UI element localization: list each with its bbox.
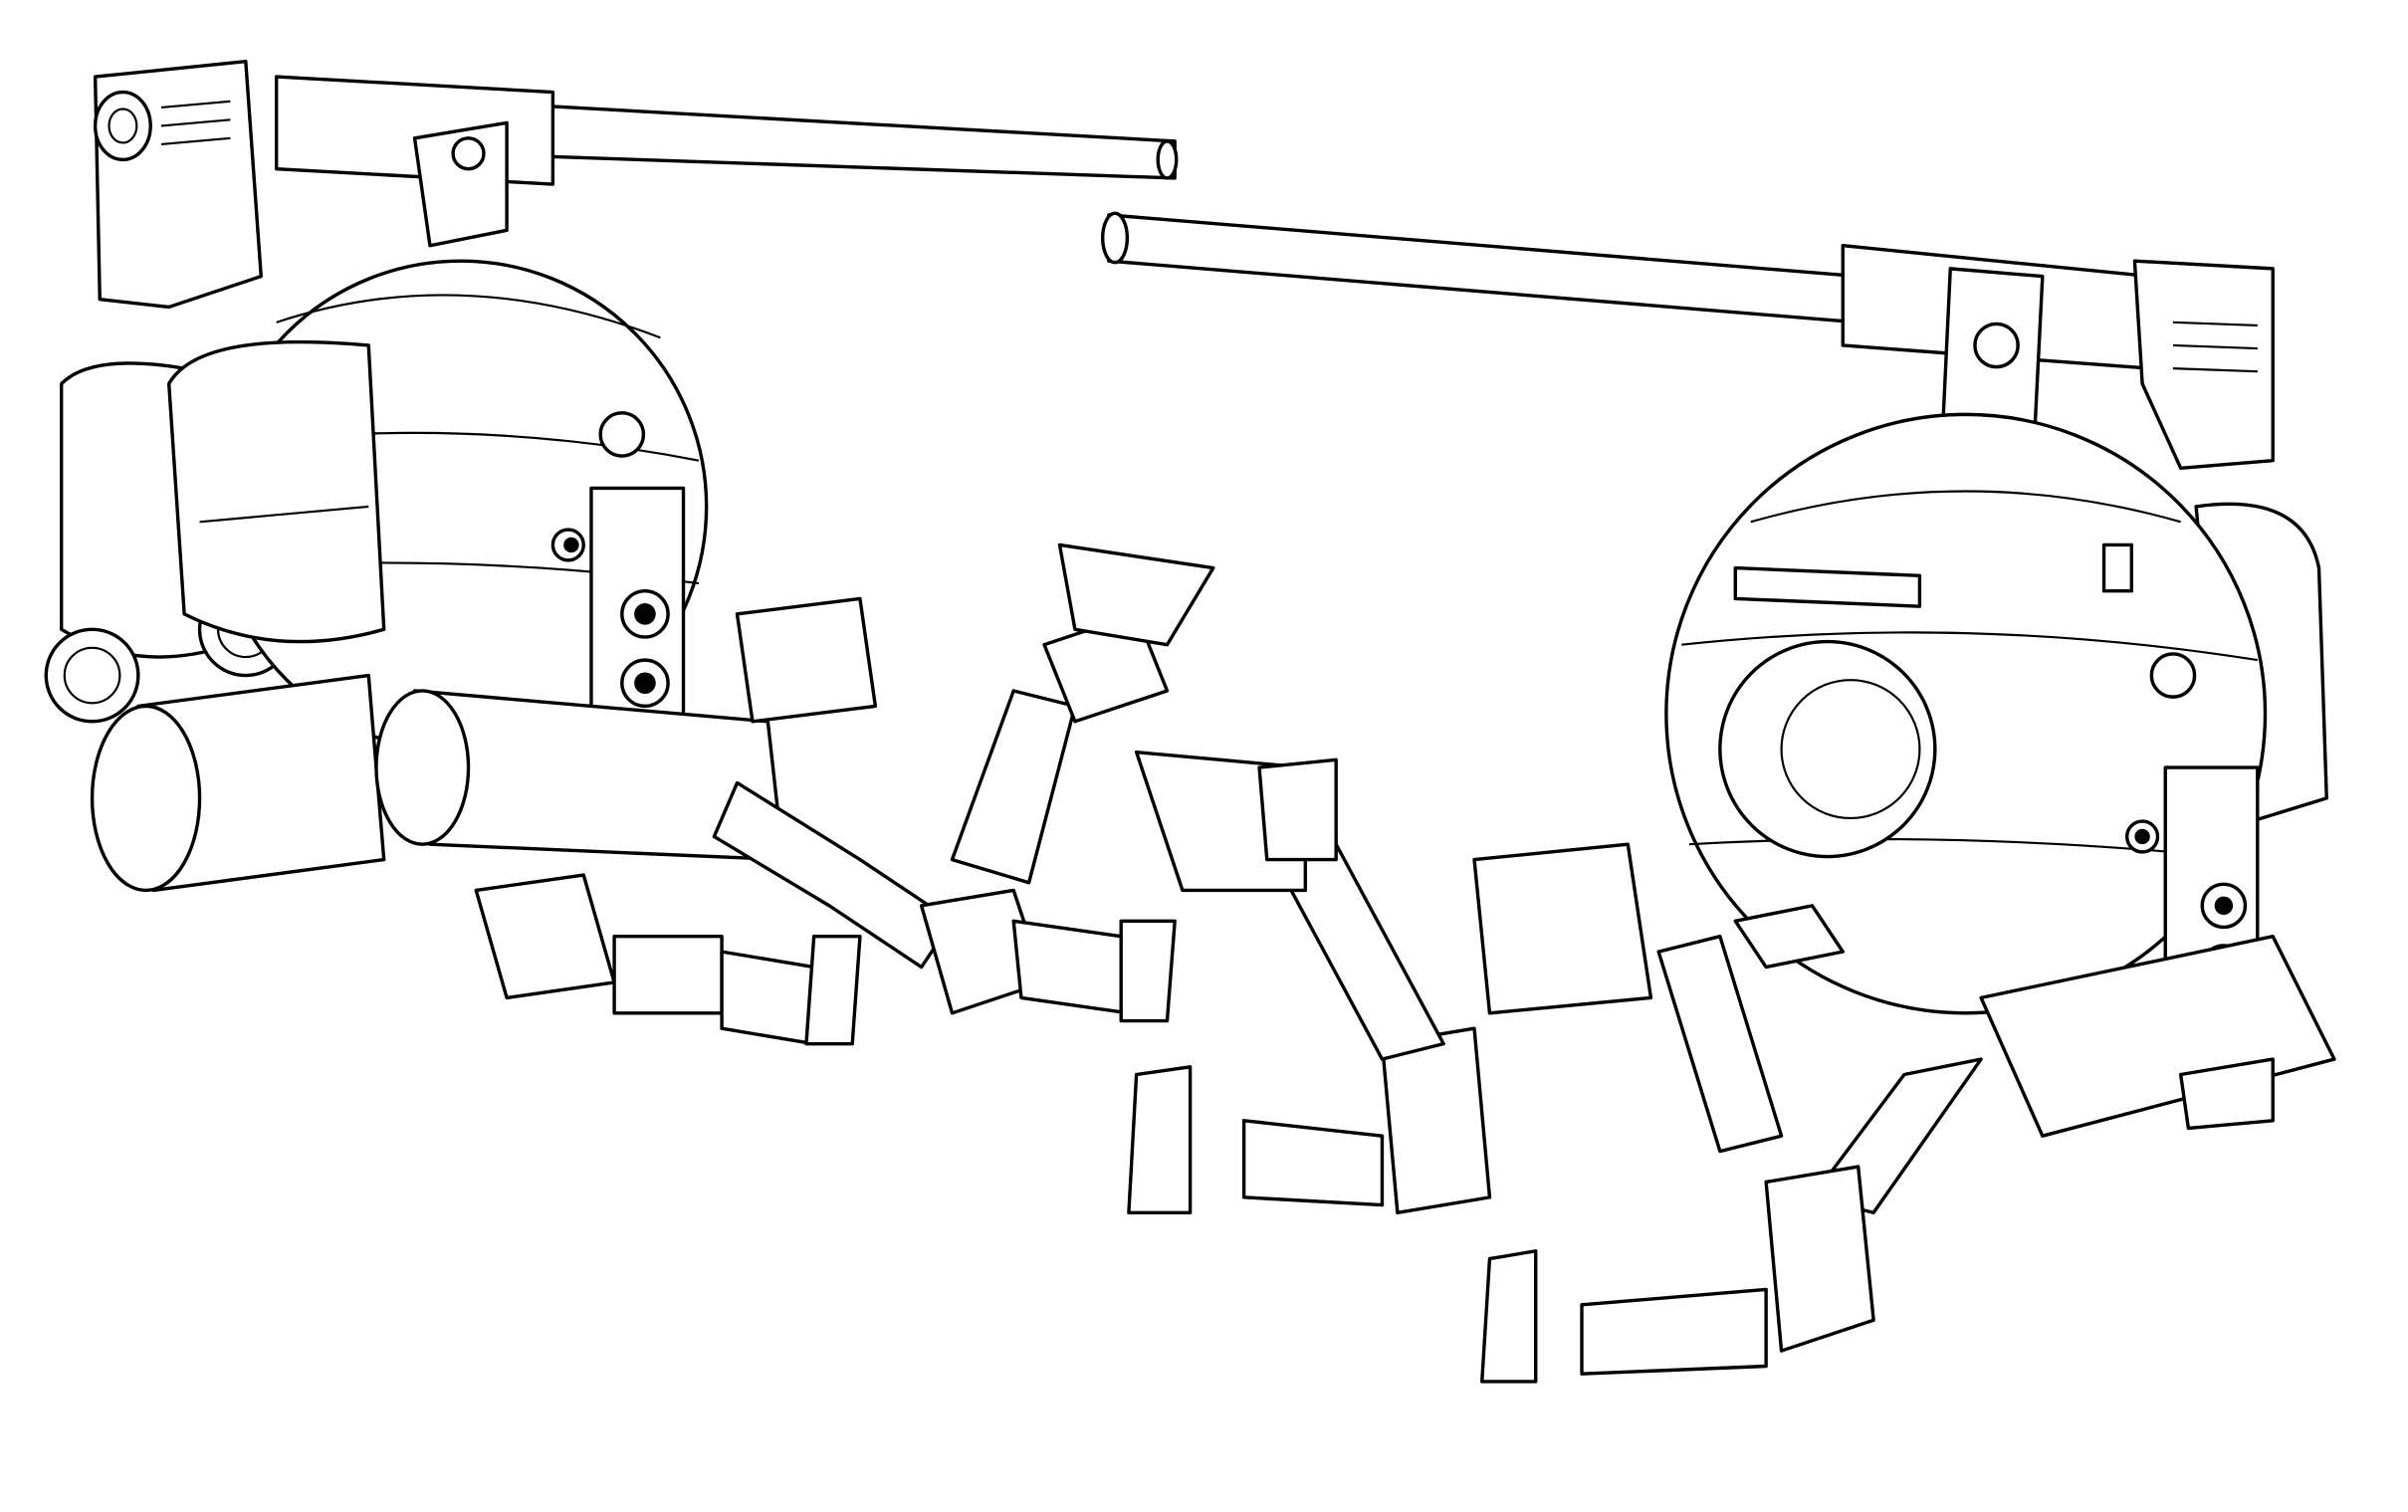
- right-pod-arms: [1127, 750, 1983, 1384]
- left-pod-thruster: [44, 627, 140, 724]
- left-pod-cannon: [93, 59, 1179, 310]
- left-pod: [44, 59, 1215, 1046]
- left-pod-sensor: [598, 411, 646, 458]
- right-pod: [1100, 211, 2336, 1384]
- right-pod-window: [1718, 639, 1937, 859]
- left-pod-arms: [474, 542, 1215, 1046]
- right-pod-lower-tube: [1979, 935, 2336, 1138]
- right-pod-cannon: [1100, 211, 2275, 471]
